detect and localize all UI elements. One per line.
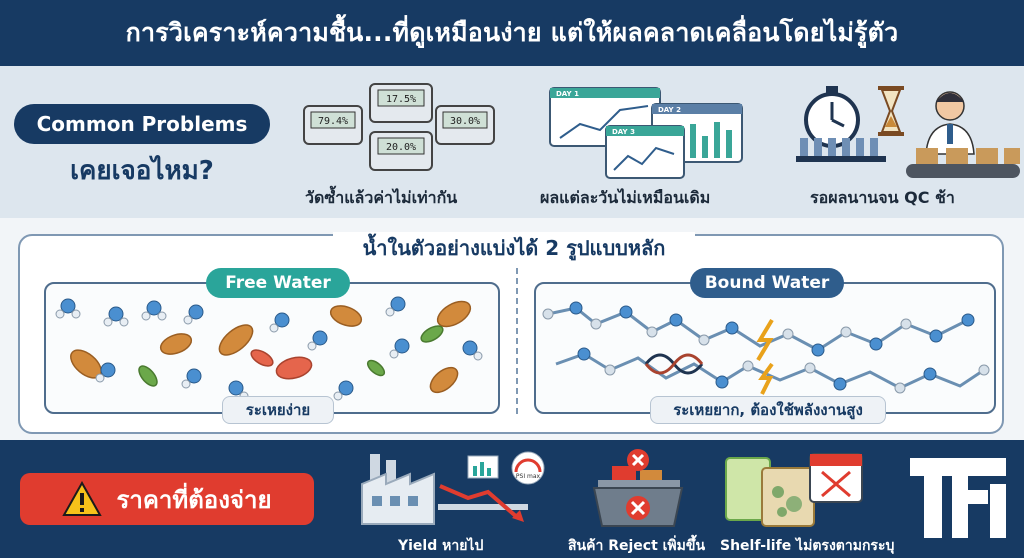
bound-water-tag: Bound Water: [690, 268, 844, 298]
shelf-life-icon: [725, 453, 863, 527]
section-divider: [516, 268, 518, 414]
free-water-panel: [44, 282, 500, 414]
qc-wait-icon: [796, 86, 1020, 178]
page-title: การวิเคราะห์ความชื้น...ที่ดูเหมือนง่าย แ…: [125, 18, 899, 47]
tfi-logo-icon: [910, 458, 1006, 538]
bound-water-footer: ระเหยยาก, ต้องใช้พลังงานสูง: [650, 396, 886, 424]
reject-bin-icon: [592, 449, 684, 527]
problem-caption-2: ผลแต่ละวันไม่เหมือนเดิม: [540, 188, 711, 207]
title-bar: การวิเคราะห์ความชื้น...ที่ดูเหมือนง่าย แ…: [0, 0, 1024, 66]
day-label-3: DAY 3: [612, 128, 635, 136]
bound-water-panel: [534, 282, 996, 414]
common-problems-pill: Common Problems: [14, 104, 270, 144]
hourglass-icon: [878, 86, 904, 136]
gauge-label: PSI max: [516, 473, 541, 480]
scientist-icon: [925, 91, 975, 155]
bound-water-network-icon: [542, 301, 990, 395]
moisture-meters-icon: 17.5% 79.4% 30.0% 20.0%: [303, 83, 495, 171]
tubes-conveyor: [796, 138, 1020, 178]
cost-banner: ราคาที่ต้องจ่าย: [20, 473, 314, 525]
cost-caption-3: Shelf-life ไม่ตรงตามกระบุ: [720, 538, 895, 554]
stopwatch-icon: [804, 86, 860, 148]
problem-caption-3: รอผลนานจน QC ช้า: [810, 188, 955, 207]
cost-label: ราคาที่ต้องจ่าย: [116, 485, 272, 514]
cost-caption-2: สินค้า Reject เพิ่มขึ้น: [568, 538, 706, 554]
daily-charts-icon: DAY 1 DAY 2 DAY 3: [549, 87, 743, 179]
factory-yield-icon: PSI max: [361, 451, 545, 525]
free-water-molecules-icon: [55, 296, 483, 401]
free-water-tag: Free Water: [206, 268, 350, 298]
meter-reading-3: 30.0%: [450, 116, 480, 127]
water-types-title: น้ำในตัวอย่างแบ่งได้ 2 รูปแบบหลัก: [333, 232, 695, 262]
cost-caption-1: Yield หายไป: [398, 538, 484, 554]
problems-question: เคยเจอไหม?: [70, 156, 214, 186]
problem-caption-1: วัดซ้ำแล้วค่าไม่เท่ากัน: [305, 188, 458, 207]
meter-reading-2: 79.4%: [318, 116, 348, 127]
day-label-1: DAY 1: [556, 90, 579, 98]
day-label-2: DAY 2: [658, 106, 681, 114]
warning-icon: [62, 481, 103, 516]
meter-reading-1: 17.5%: [386, 94, 416, 105]
free-water-footer: ระเหยง่าย: [222, 396, 334, 424]
meter-reading-4: 20.0%: [386, 142, 416, 153]
